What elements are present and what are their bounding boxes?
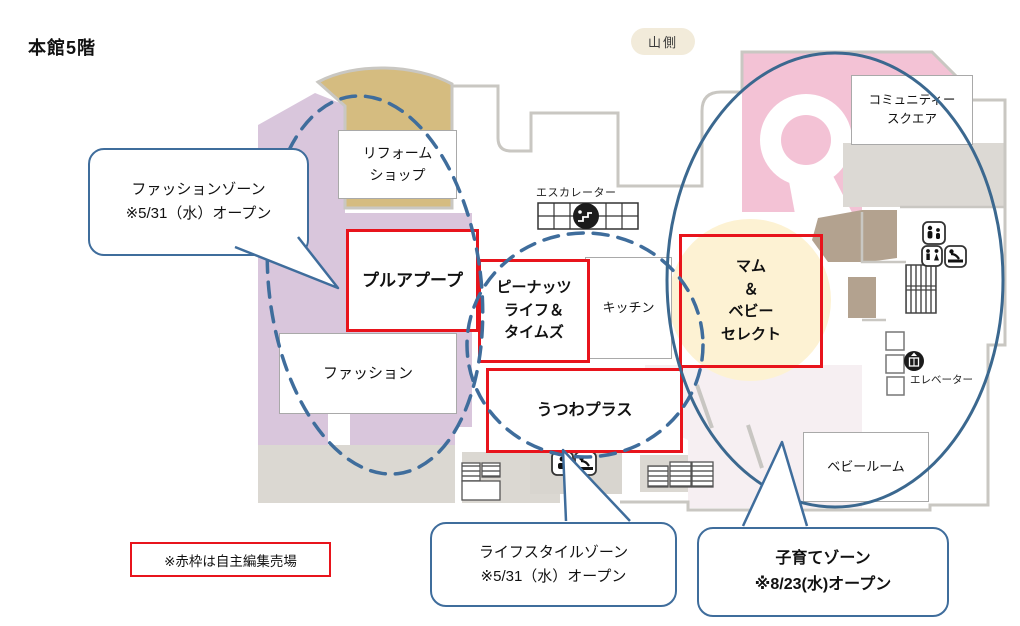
callout-fashion-zone: ファッションゾーン ※5/31（水）オープン	[88, 148, 309, 256]
diaper-station-icon	[944, 245, 967, 268]
red-frame-note: ※赤枠は自主編集売場	[130, 542, 331, 577]
escalator-label: エスカレーター	[536, 187, 617, 199]
restroom-icon	[551, 451, 574, 476]
red-shop-pull-a-poop: プルアプープ	[346, 229, 479, 332]
gray-area-bottom-left	[258, 445, 455, 503]
elevator-label: エレベーター	[910, 374, 973, 386]
page-title: 本館5階	[28, 38, 97, 58]
white-gap	[328, 412, 350, 445]
mountain-side-label: 山側	[631, 28, 695, 55]
red-shop-utsuwa-plus: うつわプラス	[486, 368, 683, 453]
shop-baby-room: ベビールーム	[803, 432, 929, 502]
shop-reform-shop: リフォーム ショップ	[338, 130, 457, 199]
callout-childcare-zone: 子育てゾーン ※8/23(水)オープン	[697, 527, 949, 617]
red-shop-mom-baby-select: マム ＆ ベビー セレクト	[679, 234, 823, 368]
shop-community-square: コミュニティー スクエア	[851, 75, 973, 145]
diaper-station-icon	[574, 451, 597, 476]
shop-kitchen: キッチン	[585, 257, 672, 359]
taupe-area-small	[848, 277, 876, 318]
escalator-icon	[537, 202, 639, 230]
stairs-icon	[905, 264, 937, 314]
taupe-area	[812, 210, 897, 262]
gray-area-right	[843, 143, 1005, 207]
callout-lifestyle-zone: ライフスタイルゾーン ※5/31（水）オープン	[430, 522, 677, 607]
restroom-icon	[921, 245, 943, 267]
red-shop-peanuts-life-times: ピーナッツ ライフ＆ タイムズ	[478, 259, 590, 363]
floor-outline-top	[452, 84, 742, 188]
escalator-block	[647, 461, 714, 488]
family-icon	[922, 221, 946, 245]
pink-ring-inner	[781, 115, 831, 165]
shop-fashion: ファッション	[279, 333, 457, 414]
white-gap	[455, 445, 462, 503]
